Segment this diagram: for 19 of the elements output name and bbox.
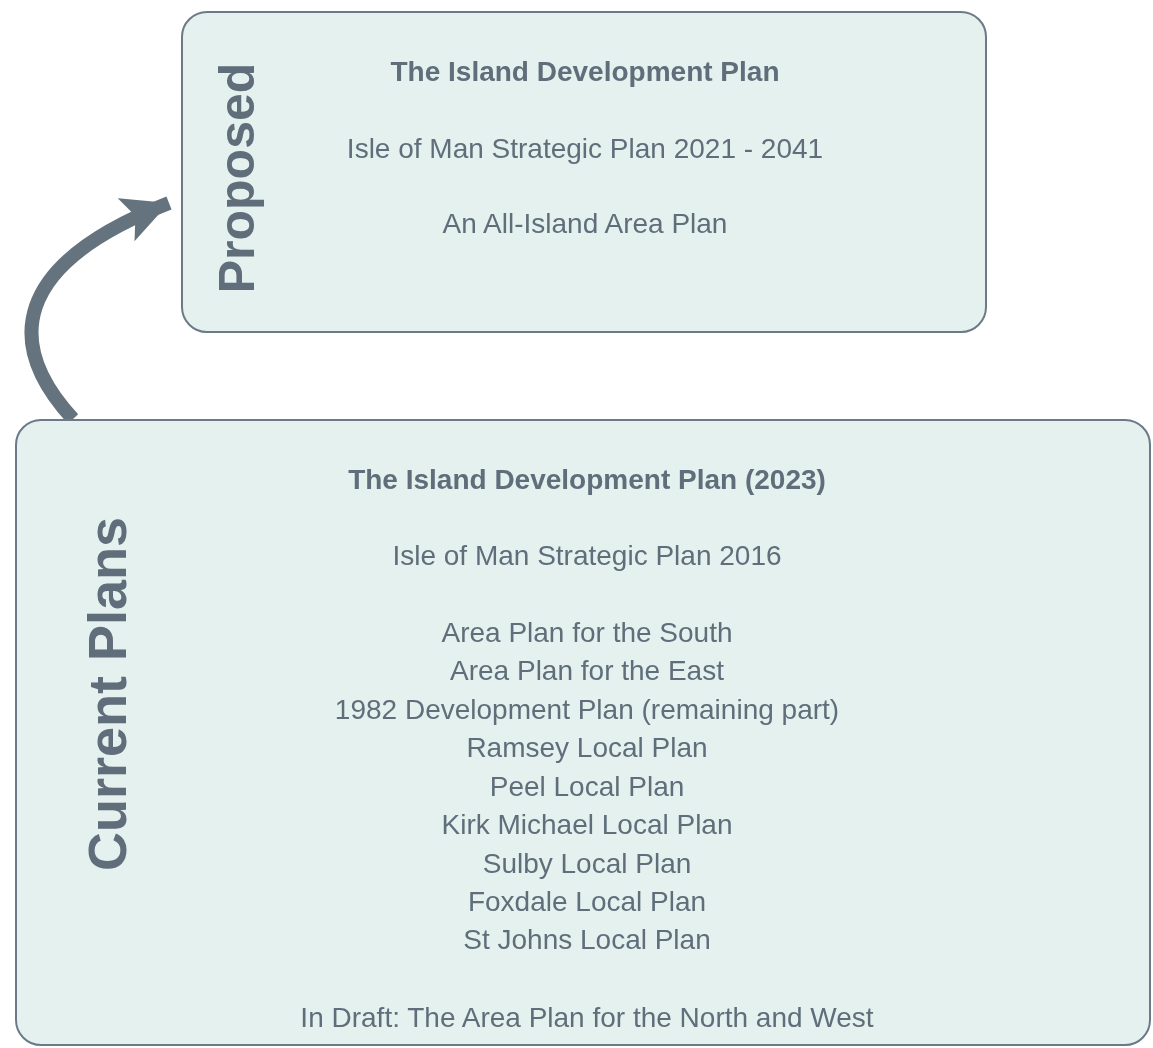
vertical-heading: Proposed <box>212 62 262 294</box>
plan-group-box <box>181 11 987 333</box>
plan-group-box <box>15 419 1151 1046</box>
plan-item: Area Plan for the South <box>441 616 733 650</box>
plan-heading: The Island Development Plan <box>390 55 780 89</box>
plan-item: Isle of Man Strategic Plan 2021 - 2041 <box>346 132 824 166</box>
plan-item: 1982 Development Plan (remaining part) <box>334 693 840 727</box>
plan-item: Kirk Michael Local Plan <box>441 808 733 842</box>
plan-item: Foxdale Local Plan <box>467 885 707 919</box>
plan-item: Peel Local Plan <box>489 770 685 804</box>
plan-item: Isle of Man Strategic Plan 2016 <box>392 539 782 573</box>
plan-heading: The Island Development Plan (2023) <box>348 463 826 497</box>
plan-item: St Johns Local Plan <box>463 923 711 957</box>
plan-item: In Draft: The Area Plan for the North and West <box>300 1001 874 1035</box>
plan-item: An All-Island Area Plan <box>442 207 728 241</box>
plan-item: Ramsey Local Plan <box>466 731 708 765</box>
plan-item: Sulby Local Plan <box>482 847 692 881</box>
vertical-heading: Current Plans <box>80 516 134 872</box>
plan-item: Area Plan for the East <box>450 654 724 688</box>
